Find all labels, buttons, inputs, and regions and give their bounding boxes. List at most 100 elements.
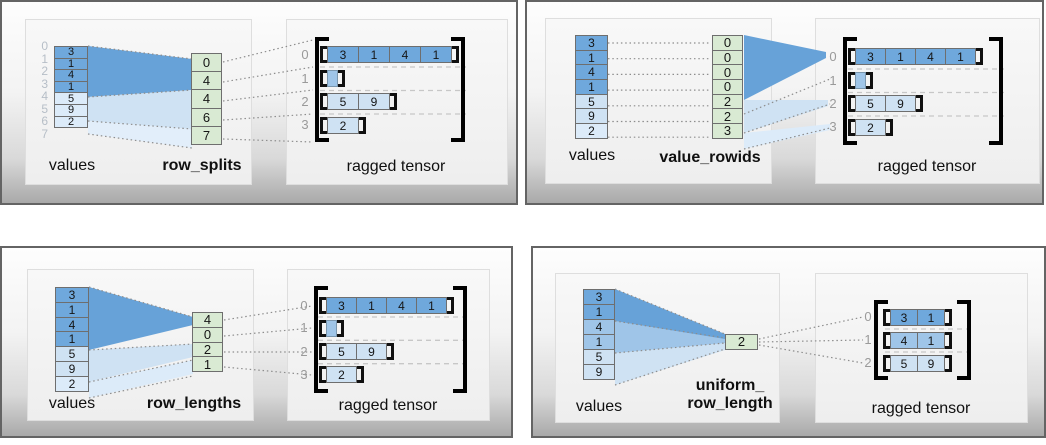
cell: 2 [326,366,357,383]
cell: 1 [356,297,387,314]
ragged-row-index: 3 [300,367,308,382]
cell: 1 [55,331,89,348]
ragged-row: 2 [319,366,364,383]
ragged-tensor-label: ragged tensor [877,158,977,175]
cell: 9 [583,364,615,380]
method-label: row_lengths [146,395,242,412]
ragged-row-index: 2 [864,355,872,370]
value-index: 2 [41,64,48,78]
value-index: 0 [41,39,48,53]
ragged-row-index: 3 [829,119,837,134]
cell: 6 [191,107,222,127]
ragged-tensor-label: ragged tensor [346,158,446,175]
left-bracket [843,37,857,145]
values-label: values [48,395,96,412]
cell: 5 [855,95,886,112]
cell: 1 [54,80,88,94]
cell: 5 [575,93,608,110]
cell: 1 [420,46,452,63]
uniform-row-length-cell: 2 [725,334,758,350]
ragged-tensor-label: ragged tensor [871,400,971,417]
cell: 2 [55,375,89,392]
cell: 4 [583,319,615,335]
ragged-row-index: 1 [300,320,308,335]
cell: 7 [191,125,222,145]
ragged-row: 2 [848,119,893,136]
cell: 9 [358,93,390,110]
ragged-row: 2 [320,117,366,134]
value-index: 1 [41,52,48,66]
ragged-row-index: 0 [301,47,309,62]
cell: 3 [855,48,886,65]
cell: 1 [358,46,390,63]
cell: 1 [192,356,223,373]
ragged-row [848,72,873,89]
cell: 3 [890,309,918,326]
cell: 5 [890,355,918,372]
cell [327,70,338,87]
values-label: values [48,157,96,174]
ragged-row-index: 1 [301,71,309,86]
cell: 2 [54,115,88,129]
cell: 2 [327,117,359,134]
ragged-tensor-label: ragged tensor [338,397,438,414]
cell: 1 [583,304,615,320]
method-label: value_rowids [659,149,761,166]
method-label: row_splits [162,157,242,174]
cell: 4 [389,46,421,63]
ragged-row-index: 1 [829,73,837,88]
left-bracket [874,300,888,380]
cell: 2 [712,93,743,110]
cell: 1 [55,301,89,318]
ragged-row [319,320,344,337]
cell [855,72,866,89]
cell: 9 [917,355,945,372]
right-bracket [989,37,1003,145]
cell: 0 [192,326,223,343]
cell: 5 [55,346,89,362]
cell: 2 [192,341,223,358]
value-index: 5 [41,102,48,116]
value-index: 6 [41,114,48,128]
cell: 0 [191,53,222,73]
ragged-row-index: 2 [829,96,837,111]
cell: 5 [583,349,615,365]
cell: 0 [712,64,743,81]
cell: 1 [416,297,447,314]
cell: 4 [386,297,417,314]
ragged-row [320,70,345,87]
cell: 2 [712,108,743,125]
cell: 9 [55,360,89,377]
cell: 3 [327,46,359,63]
cell: 3 [583,289,615,305]
cell: 1 [917,309,945,326]
cell: 2 [575,123,608,139]
cell: 4 [915,48,946,65]
cell: 4 [890,332,918,349]
ragged-row-index: 0 [829,49,837,64]
value-index: 7 [41,127,48,141]
cell [326,320,337,337]
right-bracket [957,300,971,380]
values-label: values [568,147,616,164]
cell: 1 [917,332,945,349]
value-index: 3 [41,77,48,91]
cell: 1 [575,79,608,95]
cell: 1 [583,334,615,350]
cell: 1 [575,49,608,66]
